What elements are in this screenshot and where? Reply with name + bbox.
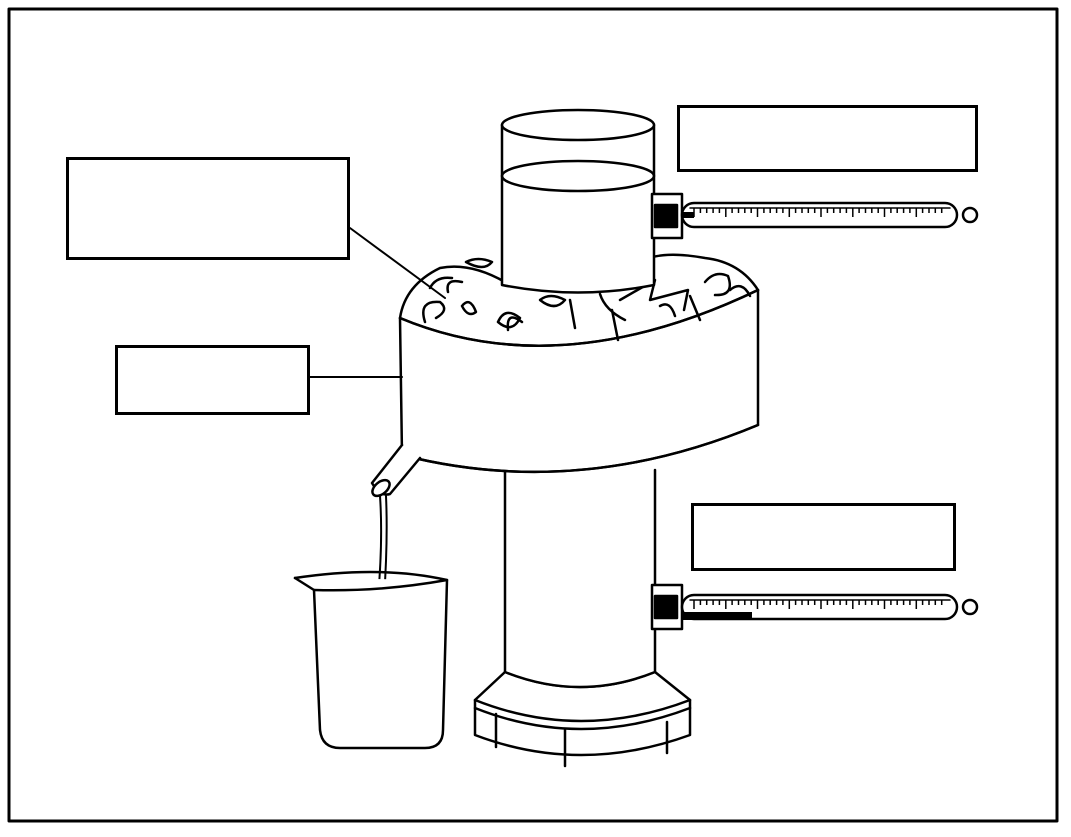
label-box-bottom-right[interactable] xyxy=(691,503,956,571)
label-box-top-right[interactable] xyxy=(677,105,978,172)
ice-surface xyxy=(398,253,760,347)
lower-column xyxy=(503,468,657,689)
base-stand xyxy=(473,670,692,768)
thermometer-top xyxy=(650,192,979,240)
leader-line-top-left xyxy=(349,227,446,299)
thermometer-top-scale xyxy=(693,208,943,217)
label-box-mid-left[interactable] xyxy=(115,345,310,415)
label-box-top-left[interactable] xyxy=(66,157,350,260)
inner-cup xyxy=(500,108,656,322)
diagram-border xyxy=(7,7,1059,823)
thermometer-bottom xyxy=(650,583,979,631)
collection-beaker xyxy=(293,570,449,750)
outlet-spout xyxy=(370,443,422,498)
thermometer-bottom-scale xyxy=(693,600,943,609)
